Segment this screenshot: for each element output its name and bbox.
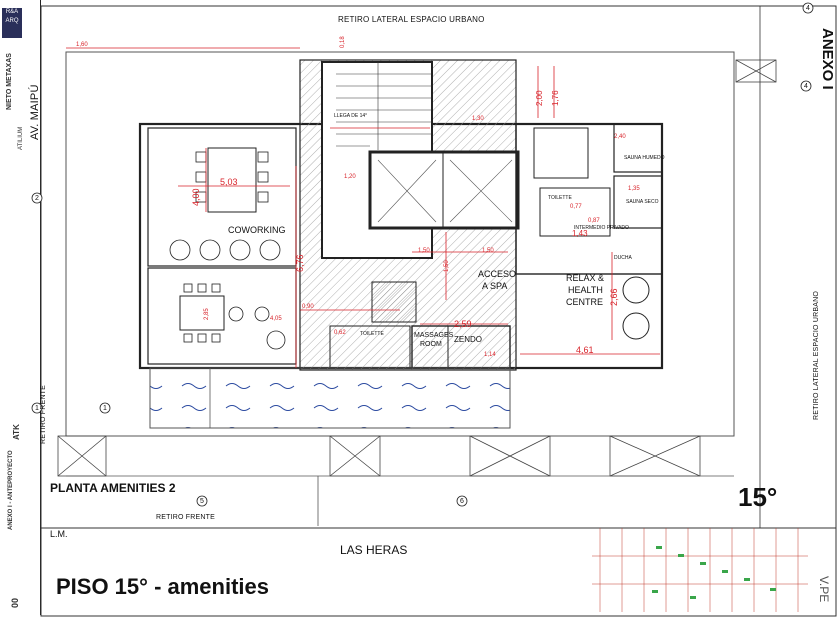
- grid-label-1: 1: [35, 405, 39, 412]
- grid-label-1-inner: 1: [103, 405, 107, 412]
- llega-label: LLEGA DE 14°: [334, 113, 368, 119]
- acceso-label-1: ACCESO: [478, 269, 517, 279]
- spa-toilette-room: [533, 127, 589, 179]
- intermedio-room: [539, 187, 611, 237]
- relax-label-1: RELAX &: [566, 273, 605, 283]
- elevator-cross-4: [449, 159, 513, 223]
- dim-0-18: 0,18: [340, 36, 346, 48]
- stair-treads: [336, 62, 432, 150]
- ducha-label: DUCHA: [614, 255, 632, 261]
- dim-1-20: 1,20: [344, 174, 356, 180]
- top-street-label: RETIRO LATERAL ESPACIO URBANO: [338, 15, 485, 24]
- dim-0-77: 0,77: [570, 204, 582, 210]
- sauna-humedo-room: [613, 123, 663, 173]
- sauna-seco-label: SAUNA SECO: [626, 199, 659, 205]
- dim-1-35: 1,35: [628, 186, 640, 192]
- lot-boundary: [65, 51, 735, 437]
- jacuzzi-2: [622, 312, 650, 340]
- grid-markers: [31, 2, 814, 507]
- dim-4-00: 4,00: [191, 188, 201, 206]
- massages-label-2: ROOM: [420, 341, 442, 348]
- dim-6-76: 6,76: [295, 254, 305, 272]
- dim-2-59: 2,59: [454, 319, 472, 329]
- dim-4-05: 4,05: [270, 316, 282, 322]
- dim-4-61: 4,61: [576, 345, 594, 355]
- meeting-chairs: [183, 283, 286, 350]
- grid-label-2: 2: [35, 195, 39, 202]
- dim-1-43: 1,43: [572, 229, 588, 238]
- acceso-label-2: A SPA: [482, 281, 508, 291]
- schedule-marks: [652, 546, 776, 599]
- relax-label-3: CENTRE: [566, 297, 604, 307]
- spa-toilette-label: TOILETTE: [548, 195, 572, 201]
- grid-label-5: 5: [200, 498, 204, 505]
- floor-title: PISO 15° - amenities: [56, 574, 269, 599]
- dim-0-90: 0,90: [302, 304, 314, 310]
- floor-plan-label: PLANTA AMENITIES 2: [50, 481, 176, 495]
- bottom-retiro-label: RETIRO FRENTE: [156, 514, 215, 521]
- dim-2-85: 2,85: [204, 308, 210, 320]
- dim-1-60: 1,60: [76, 42, 88, 48]
- dim-1-14: 1,14: [484, 352, 496, 358]
- dim-1-50-a: 1,50: [418, 248, 430, 254]
- grid-label-4: 4: [804, 83, 808, 90]
- relax-label-2: HEALTH: [568, 285, 603, 295]
- elevator-cross-2: [377, 159, 437, 223]
- dim-2-00: 2,00: [535, 90, 544, 106]
- dimension-lines: [66, 47, 660, 368]
- coworking-chairs: [169, 151, 281, 261]
- dim-2-40: 2,40: [614, 134, 626, 140]
- grid-label-4-top: 4: [806, 5, 810, 12]
- massages-label-1: MASSAGES: [414, 332, 454, 339]
- firm-logo: R&A ARQ: [2, 8, 22, 38]
- intermedio-label: INTERMEDIO PRIVADO: [574, 225, 629, 231]
- dim-1-50-c: 1,50: [444, 260, 450, 272]
- schedule-grid: [592, 528, 808, 612]
- dim-5-03: 5,03: [220, 177, 238, 187]
- lower-toilette-label: TOILETTE: [360, 331, 384, 337]
- bottom-street-label: LAS HERAS: [340, 543, 408, 557]
- meeting-table: [179, 295, 225, 331]
- coworking-label: COWORKING: [228, 225, 286, 235]
- left-retiro-label: RETIRO FRENTE: [40, 385, 47, 444]
- lm-label: L.M.: [50, 529, 68, 539]
- left-avenue-label: AV. MAIPÚ: [29, 84, 41, 140]
- terrace-glazing: [149, 367, 511, 429]
- coworking-table: [207, 147, 257, 213]
- dim-2-66: 2,66: [609, 288, 619, 306]
- elevator-shaft: [368, 150, 520, 230]
- right-street-label: RETIRO LATERAL ESPACIO URBANO: [813, 291, 820, 420]
- dim-0-87: 0,87: [588, 218, 600, 224]
- dim-1-76: 1,76: [551, 90, 560, 106]
- annex-label: ANEXO I: [819, 28, 836, 90]
- dim-1-50-b: 1,50: [482, 248, 494, 254]
- coworking-room: [147, 127, 297, 267]
- sheet-frame: [40, 5, 837, 617]
- dim-1-30: 1,30: [472, 116, 484, 122]
- lower-stair: [371, 281, 417, 323]
- sauna-humedo-label: SAUNA HUMEDO: [624, 155, 665, 161]
- floor-number: 15°: [738, 482, 778, 512]
- sauna-seco-room: [613, 175, 663, 229]
- corner-code: V.PE: [817, 576, 831, 603]
- zendo-label: ZENDO: [454, 335, 482, 344]
- jacuzzi-1: [622, 276, 650, 304]
- grid-label-6: 6: [460, 498, 464, 505]
- dim-0-62: 0,62: [334, 330, 346, 336]
